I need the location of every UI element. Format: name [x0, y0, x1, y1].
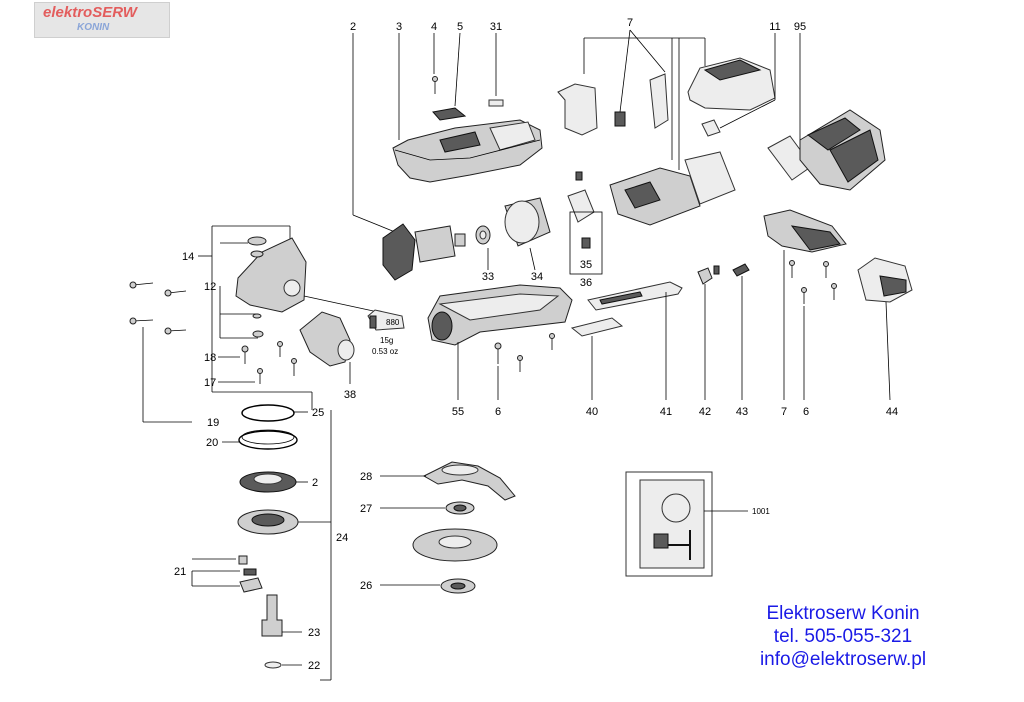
part-6-rear-screws [789, 260, 837, 304]
part-95-battery [799, 109, 886, 191]
label-7-bottom: 7 [781, 406, 787, 418]
detail-inset-1001 [625, 471, 713, 577]
part-2-bevel-gear [239, 471, 297, 493]
label-41: 41 [660, 406, 672, 418]
part-11-label [701, 119, 721, 137]
part-5-plate [432, 107, 467, 121]
label-36: 36 [580, 277, 592, 289]
label-23: 23 [308, 627, 320, 639]
part-41-switch-rod [587, 281, 683, 311]
label-12: 12 [204, 281, 216, 293]
label-14: 14 [182, 251, 194, 263]
label-20: 20 [206, 437, 218, 449]
label-17: 17 [204, 377, 216, 389]
elektroserw-logo: elektroSERW KONIN [34, 2, 170, 38]
part-19-screws [129, 281, 187, 335]
label-3: 3 [396, 21, 402, 33]
label-21: 21 [174, 566, 186, 578]
part-7-battery-cover [687, 57, 776, 111]
grease-weight: 15g [380, 336, 393, 345]
part-7-spring [614, 111, 626, 127]
part-7-rear-cover [763, 209, 847, 253]
contact-name: Elektroserw Konin [766, 603, 920, 624]
label-2: 2 [350, 21, 356, 33]
grease-code: 880 [386, 318, 400, 327]
part-31-label [488, 99, 504, 107]
label-7-top: 7 [627, 17, 633, 29]
part-2-armature [382, 223, 466, 281]
part-7-electronics-module [609, 151, 736, 226]
label-2-gear: 2 [312, 477, 318, 489]
label-38: 38 [344, 389, 356, 401]
label-6-left: 6 [495, 406, 501, 418]
contact-email: info@elektroserw.pl [759, 649, 927, 670]
contact-phone: tel. 505-055-321 [773, 626, 913, 647]
part-4-screw [432, 76, 438, 94]
part-21-lock-button [238, 555, 263, 593]
logo-line-1: elektroSERW [43, 4, 137, 21]
part-44-end-cap [857, 257, 913, 303]
part-18-screw [241, 341, 283, 364]
part-24-flange [237, 509, 299, 535]
label-22: 22 [308, 660, 320, 672]
part-55-motor-housing [427, 284, 573, 346]
part-34-stator [504, 197, 551, 247]
label-19: 19 [207, 417, 219, 429]
part-38-side-handle [299, 311, 355, 367]
label-25: 25 [312, 407, 324, 419]
label-34: 34 [531, 271, 543, 283]
part-17-screw [257, 358, 297, 384]
part-disc [412, 528, 498, 562]
label-4: 4 [431, 21, 437, 33]
part-35-brush [581, 237, 591, 249]
label-24: 24 [336, 532, 348, 544]
part-7-clip [649, 73, 669, 129]
part-33-bearing [475, 225, 491, 245]
label-31: 31 [490, 21, 502, 33]
label-55: 55 [452, 406, 464, 418]
part-23-spindle [261, 594, 283, 637]
label-33: 33 [482, 271, 494, 283]
part-6-screws [494, 333, 555, 372]
part-22-washer [264, 661, 282, 669]
label-43: 43 [736, 406, 748, 418]
part-36-brush-holder [567, 171, 595, 223]
label-11: 11 [769, 21, 780, 33]
label-5: 5 [457, 21, 463, 33]
label-18: 18 [204, 352, 216, 364]
part-14-gear-housing [235, 237, 307, 313]
label-28: 28 [360, 471, 372, 483]
label-42: 42 [699, 406, 711, 418]
brush-group-box [569, 211, 603, 275]
grease-ounces: 0.53 oz [372, 347, 398, 356]
part-40-insulation [570, 317, 624, 337]
part-grease-tube [303, 295, 405, 331]
label-95: 95 [794, 21, 806, 33]
part-12-bearing [247, 236, 267, 338]
part-43-spring [732, 263, 750, 277]
part-20-ring [238, 429, 298, 450]
logo-line-2: KONIN [77, 22, 110, 33]
label-44: 44 [886, 406, 898, 418]
part-28-guard [422, 461, 516, 501]
part-42-pin [697, 265, 720, 285]
contact-block: Elektroserw Konin tel. 505-055-321 info@… [728, 602, 958, 671]
part-27-flange [445, 501, 475, 515]
label-26: 26 [360, 580, 372, 592]
label-27: 27 [360, 503, 372, 515]
label-35: 35 [580, 259, 592, 271]
part-7-bracket [557, 83, 598, 136]
label-1001: 1001 [752, 507, 770, 516]
part-26-nut [440, 578, 476, 594]
label-40: 40 [586, 406, 598, 418]
label-6-right: 6 [803, 406, 809, 418]
part-25-ring [241, 404, 295, 422]
part-3-switch-cover [392, 119, 543, 183]
